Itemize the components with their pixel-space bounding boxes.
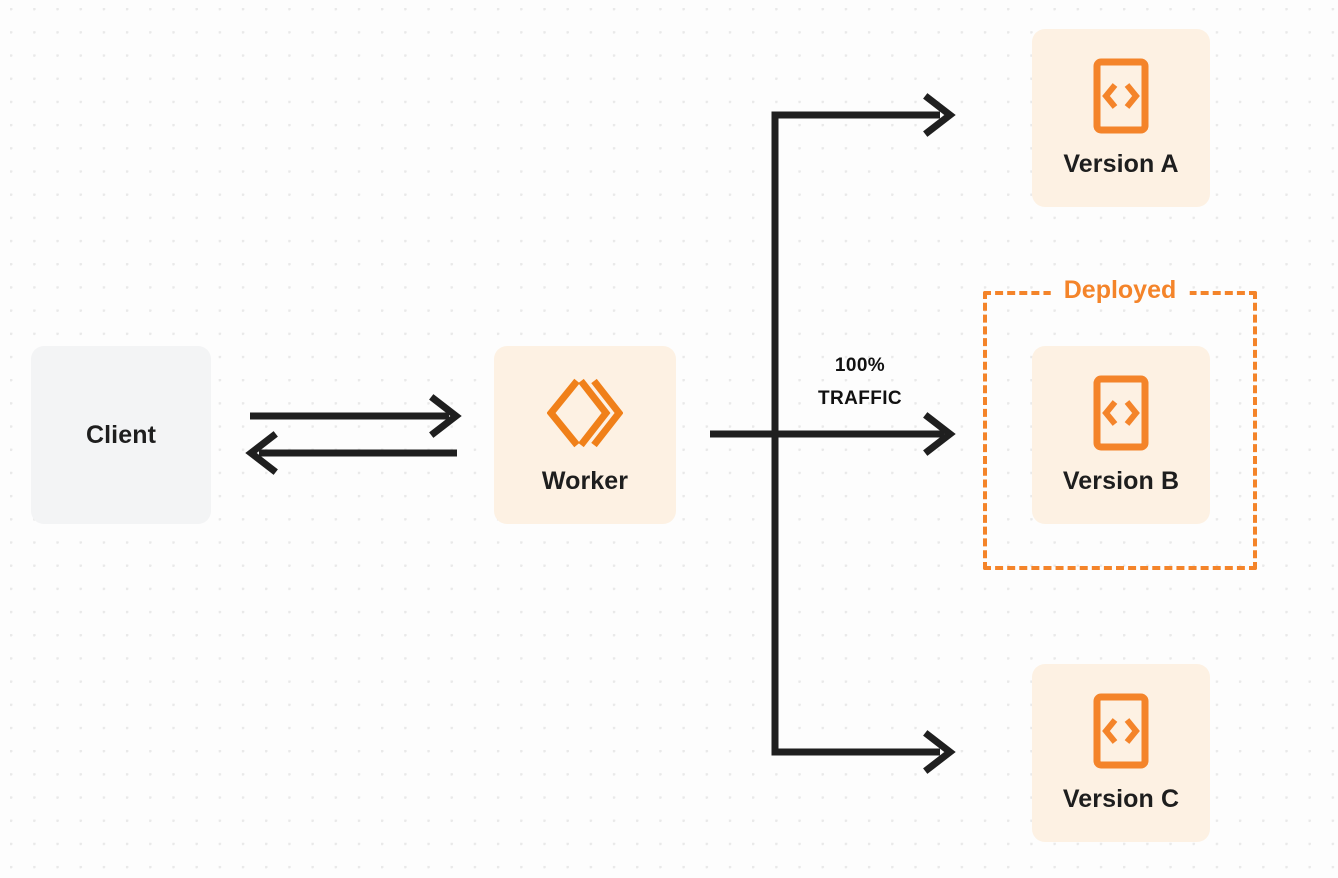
node-version-c-label: Version C [1062,784,1180,813]
node-version-b-label: Version B [1062,466,1180,495]
edge-worker-to-version-b [710,412,956,456]
deployed-group: Deployed [983,278,1257,570]
node-worker[interactable]: Worker [494,346,676,524]
edge-client-to-worker [250,394,462,438]
code-file-icon [1093,58,1149,134]
node-worker-label: Worker [541,466,629,495]
edge-worker-to-version-a [923,93,956,137]
node-version-c[interactable]: Version C [1032,664,1210,842]
code-file-icon [1093,375,1149,451]
node-client-label: Client [85,420,157,449]
deployed-group-label: Deployed [1050,278,1190,303]
edge-worker-to-client [245,431,457,475]
cloudflare-workers-icon [546,375,624,451]
node-version-b[interactable]: Version B [1032,346,1210,524]
node-version-a-label: Version A [1063,149,1179,178]
node-version-a[interactable]: Version A [1032,29,1210,207]
code-file-icon [1093,693,1149,769]
node-client[interactable]: Client [31,346,211,524]
edge-worker-to-version-c [923,730,956,774]
